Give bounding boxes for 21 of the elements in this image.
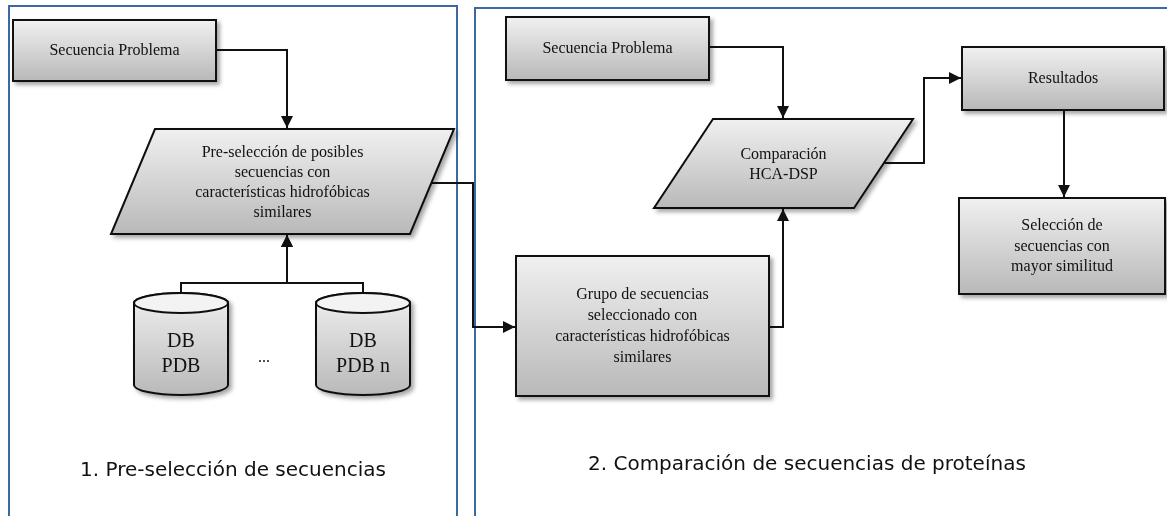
arrow <box>1058 110 1070 198</box>
section-panel <box>474 7 1167 516</box>
database-cylinder: DB PDB <box>133 292 229 396</box>
panel-heading: 1. Pre-selección de secuencias <box>79 457 387 481</box>
arrow <box>216 49 293 129</box>
process-box: Secuencia Problema <box>505 16 710 81</box>
ellipsis-text: ... <box>258 348 270 366</box>
section-panel <box>8 5 458 516</box>
data-parallelogram: Pre-selección de posibles secuencias con características hidrofóbicas similares <box>110 128 455 235</box>
arrow <box>709 46 789 119</box>
panel-heading: 2. Comparación de secuencias de proteínas <box>587 451 1027 475</box>
data-parallelogram: Comparación HCA-DSP <box>653 118 914 209</box>
arrow <box>430 182 516 333</box>
arrow <box>883 72 962 164</box>
process-box: Selección de secuencias con mayor similitud <box>958 197 1166 295</box>
arrow <box>281 234 364 293</box>
database-cylinder: DB PDB n <box>315 292 411 396</box>
arrow <box>769 208 789 328</box>
process-box: Grupo de secuencias seleccionado con características hidrofóbicas similares <box>515 255 770 397</box>
process-box: Resultados <box>961 46 1165 111</box>
process-box: Secuencia Problema <box>12 19 217 82</box>
